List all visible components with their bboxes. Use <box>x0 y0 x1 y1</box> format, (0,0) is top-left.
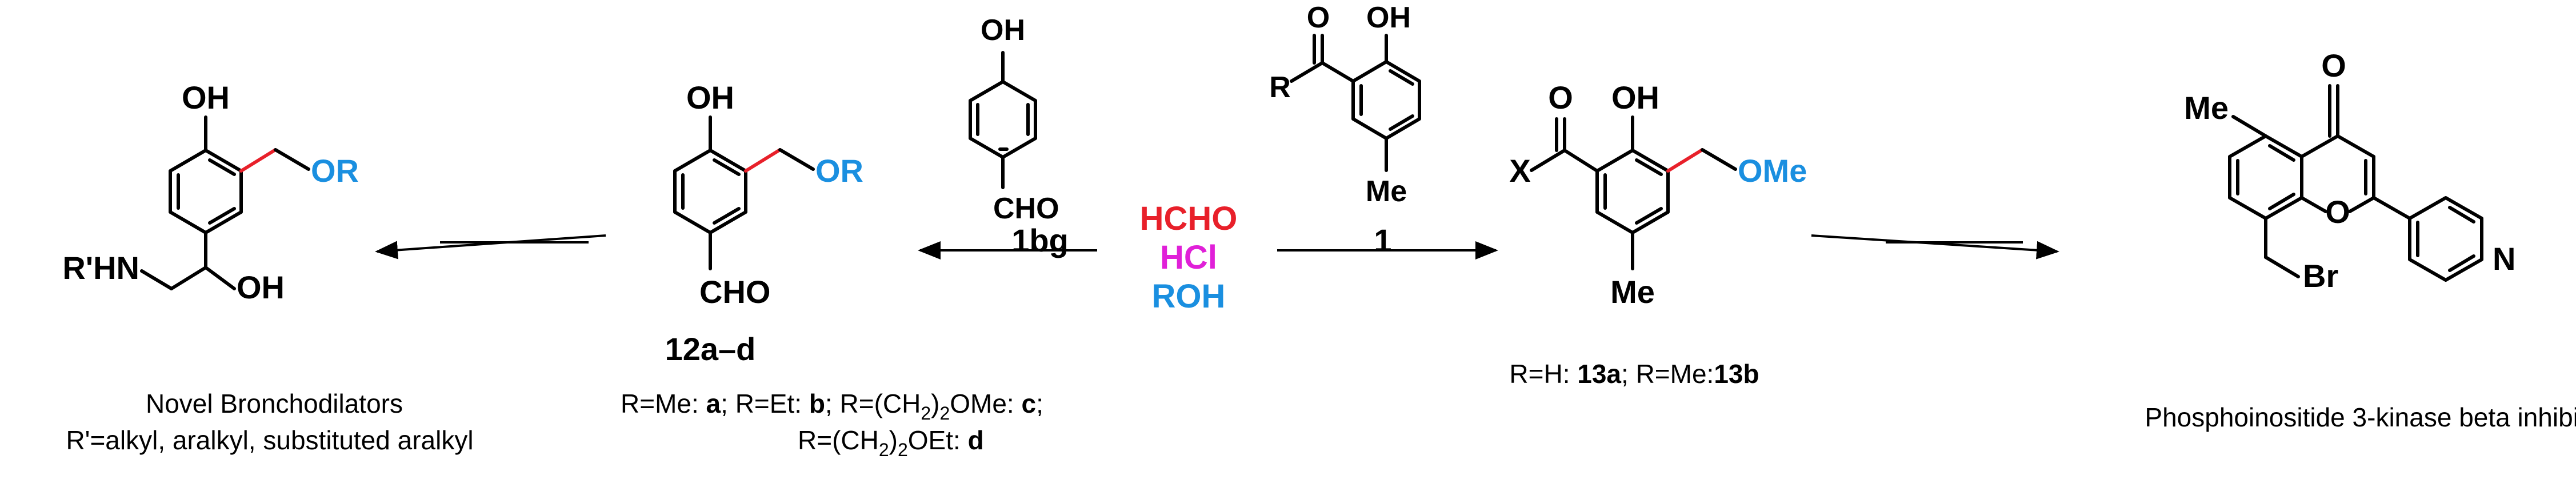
pi3k-n: N <box>2493 241 2515 277</box>
pi3k-me: Me <box>2184 90 2229 126</box>
bronchodilator-caption-line1: Novel Bronchodilators <box>146 389 403 418</box>
compound-12-or: OR <box>815 153 863 189</box>
compound-12-structure <box>673 115 815 270</box>
compound-1bg-oh: OH <box>981 14 1025 47</box>
compound-1-r: R <box>1269 71 1291 104</box>
compound-13-caption: R=H: 13a; R=Me:13b <box>1509 359 1759 389</box>
compound-12-caption-line2: R=(CH2)2OEt: d <box>798 425 984 460</box>
compound-12-oh: OH <box>686 79 734 115</box>
compound-1-o: O <box>1307 1 1330 34</box>
pi3k-carbonyl-o: O <box>2321 47 2346 83</box>
reagent-roh: ROH <box>1152 278 1226 315</box>
pi3k-inhibitor-structure <box>2228 84 2483 282</box>
compound-12-cho: CHO <box>699 274 770 310</box>
compound-1-me: Me <box>1366 175 1407 208</box>
compound-13-oh: OH <box>1611 79 1659 115</box>
reagent-hcl: HCl <box>1160 239 1217 276</box>
compound-13-o: O <box>1548 79 1573 115</box>
reagent-hcho: HCHO <box>1140 200 1238 237</box>
pi3k-caption: Phosphoinositide 3-kinase beta inhibitor <box>2145 402 2576 432</box>
bronchodilator-amine: R'HN <box>62 250 139 286</box>
compound-1bg-cho: CHO <box>993 192 1059 225</box>
compound-1-label: 1 <box>1374 222 1391 258</box>
bronchodilator-oh-side: OH <box>237 269 285 305</box>
compound-1bg-label: 1bg <box>1011 222 1069 258</box>
bronchodilator-structure <box>140 115 310 290</box>
bronchodilator-or: OR <box>311 153 359 189</box>
pi3k-ring-o: O <box>2325 194 2350 230</box>
compound-1-structure <box>1290 34 1421 172</box>
compound-13-ome: OMe <box>1738 153 1807 189</box>
bronchodilator-caption-line2: R'=alkyl, aralkyl, substituted aralkyl <box>66 425 473 455</box>
compound-1-oh: OH <box>1366 1 1411 34</box>
pi3k-br: Br <box>2303 258 2338 294</box>
bronchodilator-oh-top: OH <box>182 79 230 115</box>
compound-13-structure <box>1530 115 1737 270</box>
compound-13-x: X <box>1509 153 1530 189</box>
compound-1bg-structure <box>969 51 1037 189</box>
compound-12-label: 12a–d <box>665 331 756 367</box>
compound-13-me: Me <box>1610 274 1655 310</box>
compound-12-caption-line1: R=Me: a; R=Et: b; R=(CH2)2OMe: c; <box>621 389 1043 424</box>
